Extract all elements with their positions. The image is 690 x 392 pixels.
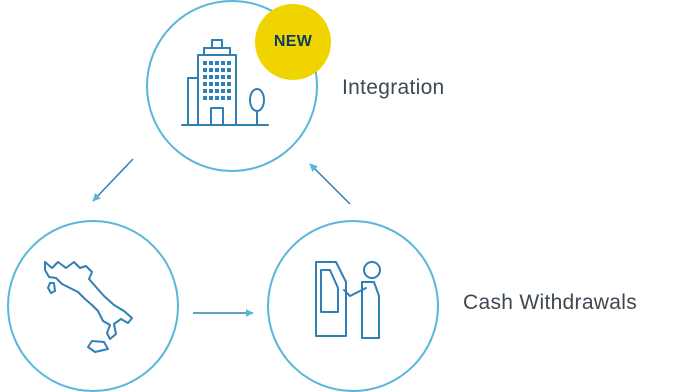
integration-label: Integration [342, 76, 445, 99]
building-window [215, 68, 219, 72]
building-window [209, 61, 213, 65]
building-window [215, 82, 219, 86]
building-window [203, 68, 207, 72]
office-building-icon [181, 39, 269, 126]
building-window [215, 96, 219, 100]
building-window [227, 61, 231, 65]
building-window [221, 82, 225, 86]
building-window [221, 89, 225, 93]
building-window [215, 61, 219, 65]
new-badge-label: NEW [273, 33, 313, 50]
new-badge: NEW [255, 4, 331, 80]
building-window [227, 82, 231, 86]
building-window [227, 96, 231, 100]
building-window [203, 61, 207, 65]
building-window [209, 96, 213, 100]
atm-user-icon [315, 261, 381, 339]
building-window [215, 75, 219, 79]
building-window [227, 68, 231, 72]
cash-withdrawals-label: Cash Withdrawals [463, 291, 638, 314]
building-window [209, 68, 213, 72]
building-window [221, 96, 225, 100]
arrow-top-to-left [92, 158, 134, 202]
building-window [215, 89, 219, 93]
office-windows [203, 61, 231, 100]
building-window [203, 96, 207, 100]
building-window [203, 75, 207, 79]
italy-map-icon [44, 261, 133, 353]
building-window [203, 89, 207, 93]
building-window [221, 61, 225, 65]
node-circle-top [146, 0, 318, 172]
building-window [221, 75, 225, 79]
building-window [227, 89, 231, 93]
building-window [209, 82, 213, 86]
node-circle-bottom-left [7, 220, 179, 392]
building-window [209, 75, 213, 79]
building-window [227, 75, 231, 79]
building-window [209, 89, 213, 93]
building-window [221, 68, 225, 72]
building-window [203, 82, 207, 86]
arrow-right-to-top [309, 163, 351, 205]
node-circle-bottom-right [267, 220, 439, 392]
